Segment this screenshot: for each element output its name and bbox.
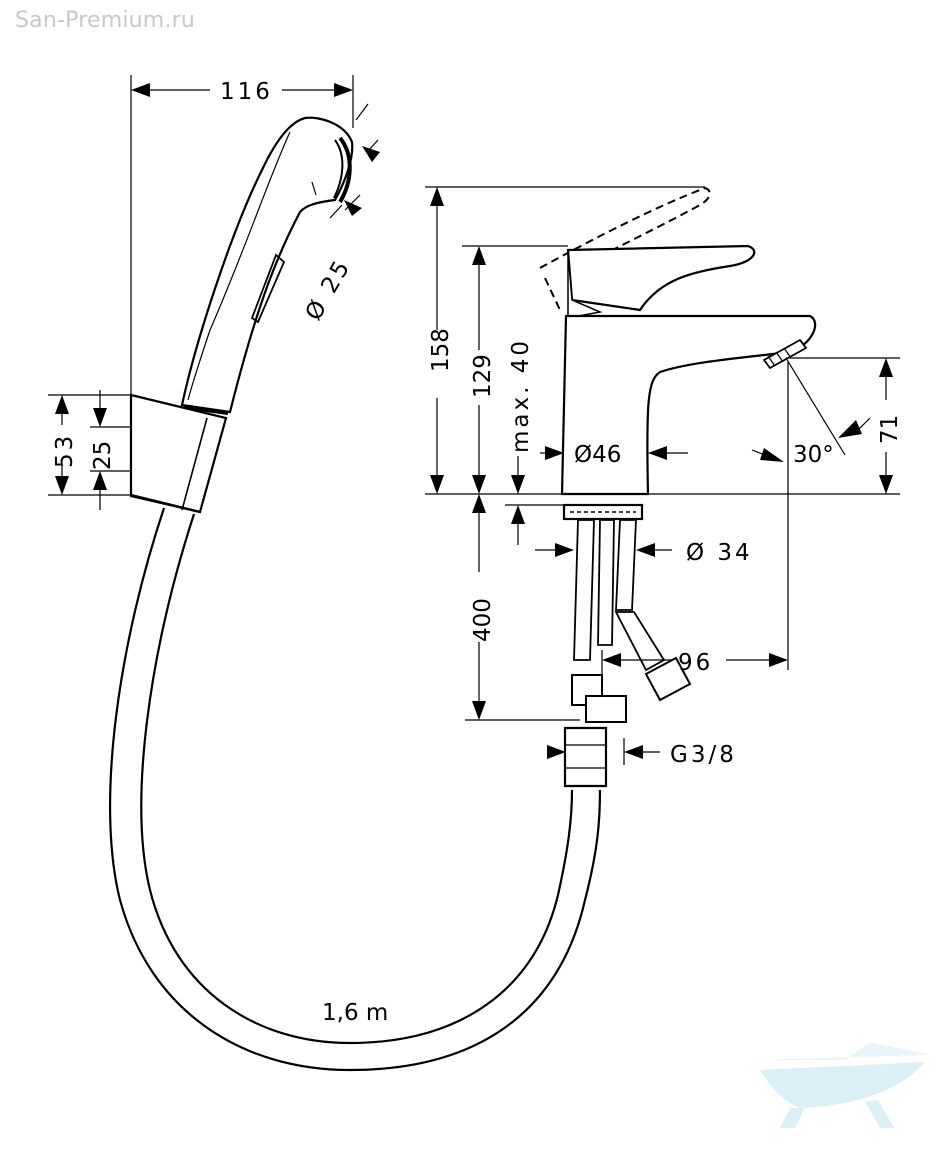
arrow-icon <box>838 420 862 438</box>
arrow-right-icon <box>334 83 353 97</box>
arrow-left-icon <box>648 446 667 460</box>
arrow-up-icon <box>55 395 69 414</box>
dim-label-96: 96 <box>678 650 713 676</box>
dim-mixer-heights: 158 129 max. 40 <box>425 186 900 545</box>
arrow-down-icon <box>879 475 893 494</box>
dim-label-116: 116 <box>220 79 273 105</box>
mixer-body <box>539 186 817 521</box>
hose: 1,6 m <box>108 507 602 1072</box>
arrow-down-icon <box>430 475 444 494</box>
dim-label-d34: Ø 34 <box>686 540 753 566</box>
arrow-right-icon <box>769 653 788 667</box>
dim-spout: 30° 71 <box>751 357 903 670</box>
dim-label-d46: Ø46 <box>574 442 621 468</box>
dim-handshower-width: 116 <box>130 75 354 395</box>
arrow-icon <box>344 200 362 216</box>
wall-holder <box>129 393 228 514</box>
dim-spout-reach: 96 <box>601 650 788 680</box>
bathtub-logo-icon <box>750 1042 930 1128</box>
dim-base-diameter: Ø46 <box>540 442 688 468</box>
arrow-right-icon <box>545 446 564 460</box>
arrow-left-icon <box>624 745 643 759</box>
arrow-down-icon <box>93 408 107 427</box>
connection-hoses <box>563 519 692 788</box>
dim-label-thread: G3/8 <box>670 742 737 768</box>
dim-label-25: 25 <box>90 441 116 470</box>
dim-shank-diameter: Ø 34 <box>535 540 753 566</box>
dim-holder-height: 53 25 <box>48 390 131 510</box>
arrow-down-icon <box>472 701 486 720</box>
arrow-up-icon <box>511 505 525 524</box>
dim-label-angle: 30° <box>793 442 834 468</box>
arrow-up-icon <box>879 358 893 377</box>
watermark-text: San-Premium.ru <box>15 8 196 33</box>
arrow-left-icon <box>602 653 621 667</box>
arrow-down-icon <box>55 476 69 495</box>
dim-thread: G3/8 <box>547 738 737 768</box>
dim-label-71: 71 <box>877 415 903 444</box>
dim-label-max40: max. 40 <box>508 338 534 453</box>
arrow-right-icon <box>547 745 566 759</box>
dim-label-d25: Ø 25 <box>301 254 357 325</box>
arrow-up-icon <box>472 246 486 265</box>
arrow-left-icon <box>131 83 150 97</box>
hand-shower <box>180 116 354 415</box>
dim-label-53: 53 <box>52 433 78 468</box>
dim-label-400: 400 <box>470 598 496 642</box>
arrow-down-icon <box>511 475 525 494</box>
dim-label-158: 158 <box>428 328 454 372</box>
dim-label-hose-length: 1,6 m <box>322 1000 388 1026</box>
arrow-right-icon <box>555 543 574 557</box>
dim-label-129: 129 <box>470 354 496 398</box>
arrow-icon <box>760 448 784 462</box>
arrow-left-icon <box>636 543 655 557</box>
arrow-down-icon <box>472 475 486 494</box>
dim-connection-length: 400 <box>465 494 580 721</box>
arrow-up-icon <box>93 471 107 490</box>
arrow-up-icon <box>472 494 486 513</box>
arrow-icon <box>362 146 380 162</box>
arrow-up-icon <box>430 187 444 206</box>
